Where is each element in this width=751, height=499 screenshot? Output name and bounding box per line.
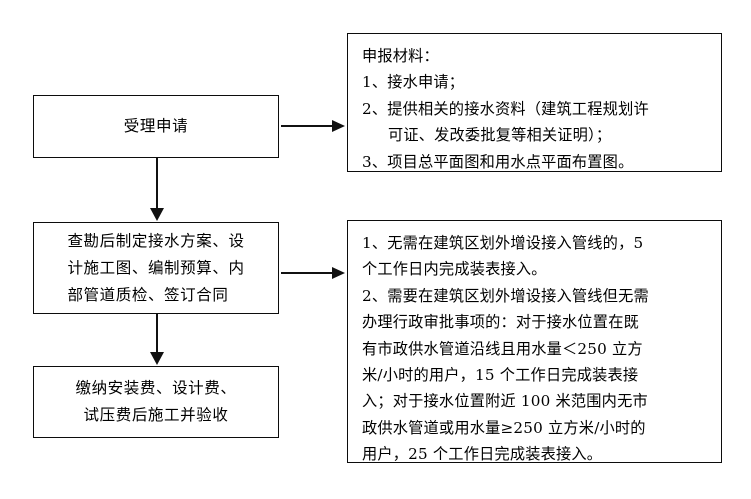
- node-text-line: 计施工图、编制预算、内: [67, 258, 245, 277]
- note-panel-application-materials[interactable]: 申报材料： 1、接水申请； 2、提供相关的接水资料（建筑工程规划许 可证、发改委…: [347, 33, 722, 172]
- note-text-line: 办理行政审批事项的：对于接水位置在既: [362, 313, 639, 332]
- arrow-shaft: [281, 272, 332, 274]
- note-text-line: 米/小时的用户，15 个工作日完成装表接: [362, 366, 639, 385]
- process-node-survey-and-plan[interactable]: 查勘后制定接水方案、设 计施工图、编制预算、内 部管道质检、签订合同: [33, 222, 279, 314]
- node-text-line: 部管道质检、签订合同: [67, 285, 229, 304]
- note-panel-processing-timelines[interactable]: 1、无需在建筑区划外增设接入管线的，5 个工作日内完成装表接入。 2、需要在建筑…: [347, 220, 722, 463]
- note-text-line: 3、项目总平面图和用水点平面布置图。: [362, 152, 634, 171]
- arrow-head: [332, 267, 345, 279]
- note-text-line: 个工作日内完成装表接入。: [362, 260, 547, 279]
- arrow-shaft: [156, 314, 158, 353]
- node-text-line: 缴纳安装费、设计费、: [75, 379, 237, 397]
- node-text-line: 查勘后制定接水方案、设: [67, 231, 245, 250]
- process-node-accept-application[interactable]: 受理申请: [33, 95, 279, 158]
- node-text-block: 受理申请: [124, 113, 188, 140]
- arrow-head: [150, 208, 164, 221]
- arrow-shaft: [281, 125, 332, 127]
- process-node-payment-and-acceptance[interactable]: 缴纳安装费、设计费、 试压费后施工并验收: [33, 366, 279, 438]
- note-text-line: 用户，25 个工作日完成装表接入。: [362, 445, 603, 464]
- note-text-line: 政供水管道或用水量≥250 立方米/小时的: [362, 418, 646, 437]
- arrow-right-icon-accept-to-materials: [281, 116, 345, 136]
- note-text-line: 1、接水申请；: [362, 73, 465, 92]
- note-text-line: 入；对于接水位置附近 100 米范围内无市: [362, 392, 648, 411]
- note-text-line: 可证、发改委批复等相关证明）；: [388, 126, 612, 145]
- arrow-head: [150, 352, 164, 365]
- arrow-shaft: [156, 158, 158, 209]
- note-text-line: 申报材料：: [362, 47, 439, 65]
- note-text-line: 2、提供相关的接水资料（建筑工程规划许: [362, 99, 649, 118]
- note-text-line: 1、无需在建筑区划外增设接入管线的，5: [362, 234, 644, 252]
- arrow-head: [332, 120, 345, 132]
- arrow-down-icon-accept-to-plan: [146, 158, 168, 221]
- arrow-down-icon-plan-to-payment: [146, 314, 168, 365]
- node-text-block: 查勘后制定接水方案、设 计施工图、编制预算、内 部管道质检、签订合同: [53, 228, 258, 309]
- node-text-line: 试压费后施工并验收: [83, 406, 229, 424]
- node-text-block: 缴纳安装费、设计费、 试压费后施工并验收: [75, 375, 236, 429]
- arrow-right-icon-plan-to-timelines: [281, 263, 345, 283]
- note-text-line: 2、需要在建筑区划外增设接入管线但无需: [362, 286, 649, 305]
- note-text-line: 有市政供水管道沿线且用水量＜250 立方: [362, 339, 643, 358]
- node-text-line: 受理申请: [123, 117, 189, 135]
